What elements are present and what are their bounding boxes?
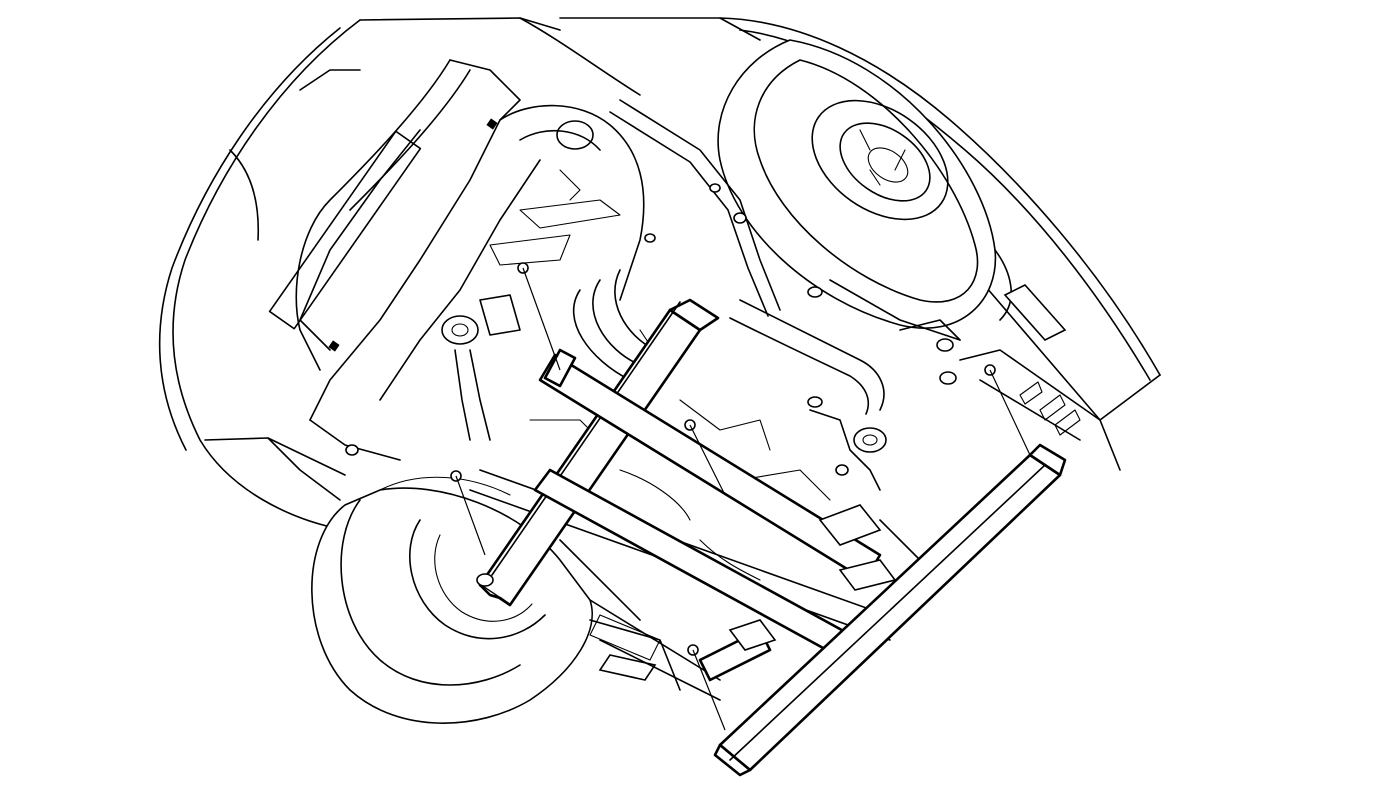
fasteners	[328, 118, 849, 476]
lift-point-rear-left	[687, 644, 726, 731]
exhaust-pipe	[609, 99, 887, 491]
lift-point-front-left	[450, 470, 486, 556]
spare-tire	[717, 39, 1012, 329]
engine-subframe	[268, 59, 645, 461]
lift-point-front-right	[517, 262, 561, 371]
lift-point-center	[684, 419, 726, 496]
underbody-details	[441, 169, 831, 581]
lift-point-rear-right	[984, 364, 1031, 456]
rear-lift-adapter-beam	[713, 443, 1067, 777]
support-blocks	[728, 504, 897, 651]
rear-floor-pan	[829, 279, 1101, 441]
lift-point-markers	[450, 262, 1031, 731]
lower-left-details	[589, 619, 721, 701]
